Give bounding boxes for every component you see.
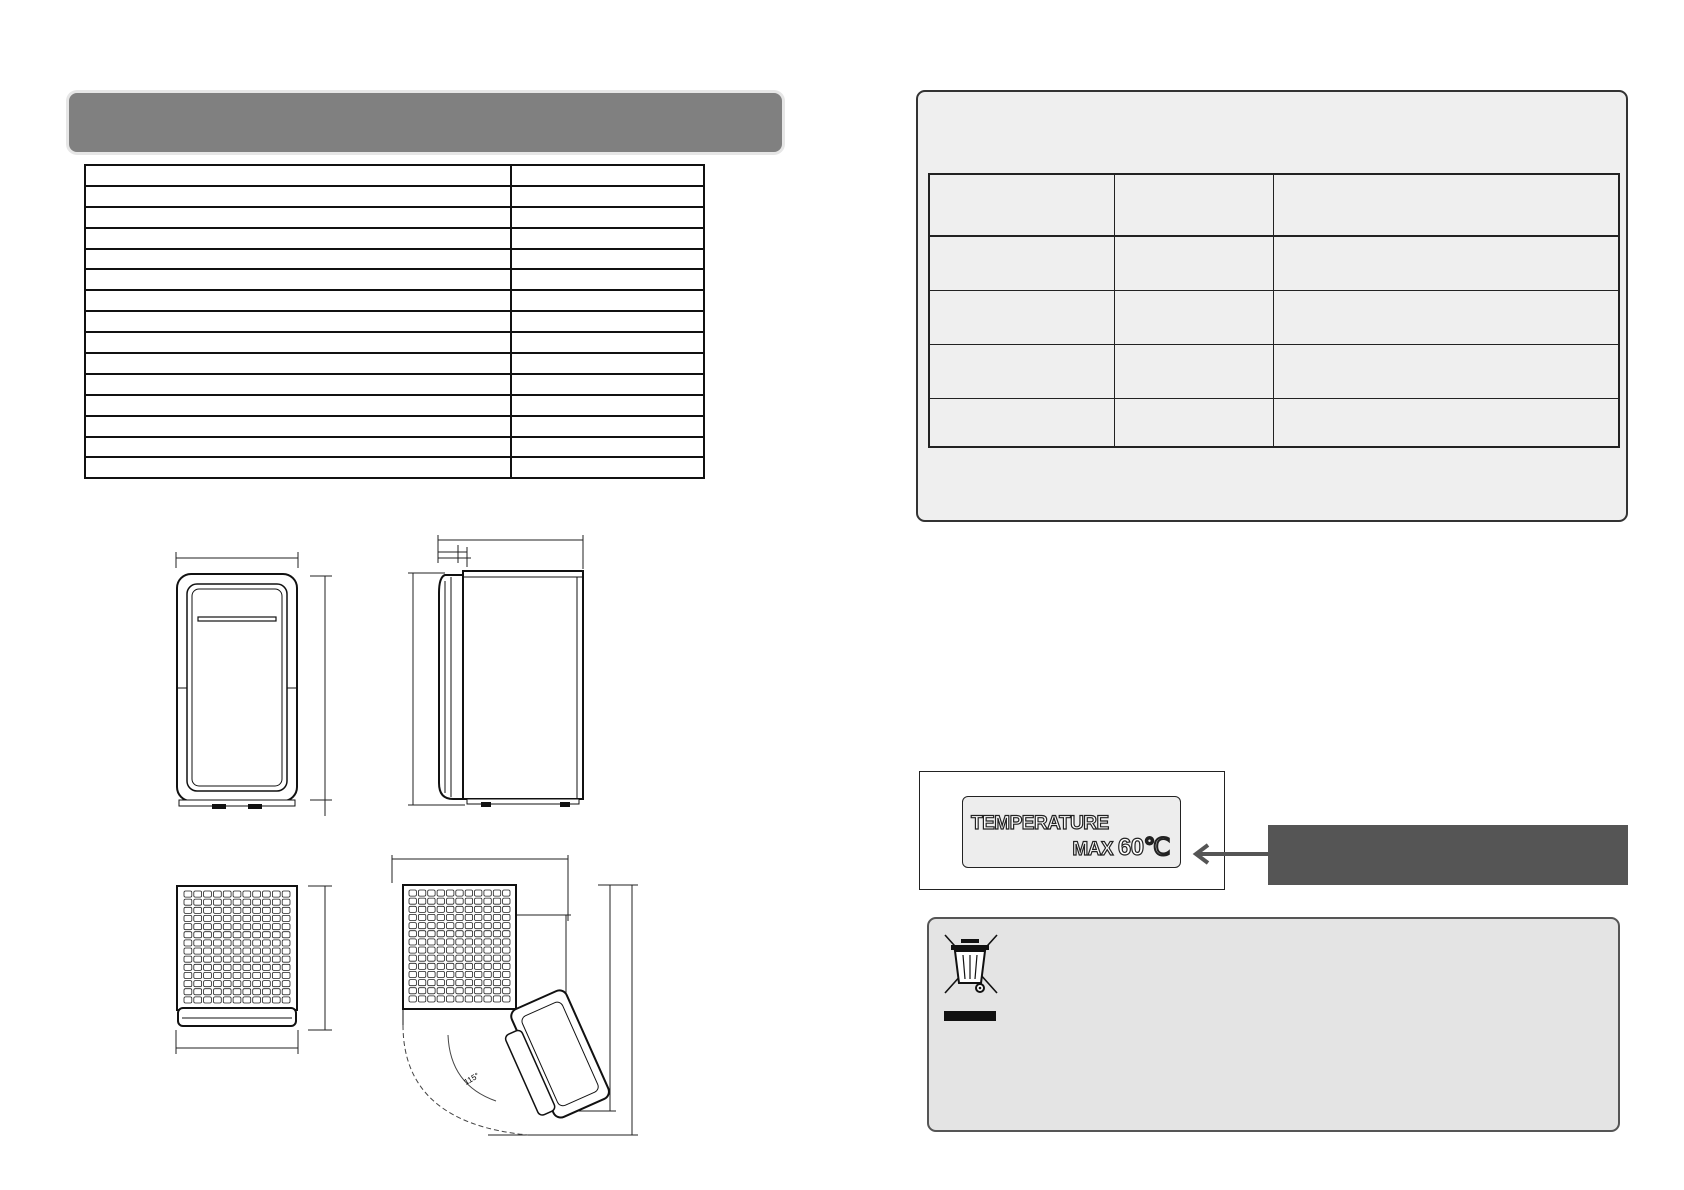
climate-class-box (916, 90, 1628, 522)
spec-label-cell (84, 372, 512, 396)
top-view-icon (170, 880, 335, 1058)
spec-table-row (84, 310, 705, 334)
climate-table-cell (1272, 397, 1620, 448)
temperature-label-box: TEMPERATURE MAX 60℃ (919, 771, 1225, 890)
climate-table-cell (1113, 173, 1274, 237)
spec-label-cell (84, 393, 512, 417)
spec-table-row (84, 226, 705, 250)
spec-label-cell (84, 268, 512, 292)
spec-table-row (84, 164, 705, 187)
spec-table-row (84, 247, 705, 271)
spec-value-cell (510, 289, 705, 313)
climate-table-cell (1113, 397, 1274, 448)
side-view-icon (405, 533, 595, 811)
climate-table-cell (1113, 343, 1274, 399)
spec-table-row (84, 414, 705, 438)
spec-value-cell (510, 331, 705, 355)
spec-table-row (84, 289, 705, 313)
spec-value-cell (510, 205, 705, 229)
climate-table-row (928, 235, 1620, 291)
spec-table-row (84, 456, 705, 480)
spec-table-row (84, 393, 705, 417)
spec-table-row (84, 205, 705, 229)
spec-label-cell (84, 184, 512, 208)
spec-value-cell (510, 393, 705, 417)
spec-label-cell (84, 456, 512, 480)
spec-label-cell (84, 205, 512, 229)
climate-table-cell (928, 173, 1115, 237)
temperature-label-line1: TEMPERATURE (970, 812, 1109, 834)
climate-table-cell (1272, 235, 1620, 291)
front-view-icon (170, 548, 335, 820)
spec-value-cell (510, 226, 705, 250)
climate-table-cell (1272, 173, 1620, 237)
spec-table-row (84, 435, 705, 459)
spec-value-cell (510, 310, 705, 334)
climate-table-cell (928, 397, 1115, 448)
temperature-label-line2: MAX 60℃ (1072, 833, 1171, 862)
weee-disposal-box (927, 917, 1620, 1132)
spec-label-cell (84, 435, 512, 459)
spec-label-cell (84, 331, 512, 355)
spec-value-cell (510, 164, 705, 187)
climate-table-cell (1272, 343, 1620, 399)
section-title-bar (69, 93, 782, 152)
spec-table-row (84, 331, 705, 355)
climate-table-cell (1113, 289, 1274, 345)
climate-table-row (928, 397, 1620, 448)
door-open-top-view-icon: 115° (388, 853, 648, 1143)
climate-table-cell (928, 343, 1115, 399)
climate-table-cell (1113, 235, 1274, 291)
spec-label-cell (84, 310, 512, 334)
spec-label-cell (84, 352, 512, 375)
climate-table-cell (1272, 289, 1620, 345)
spec-table-row (84, 372, 705, 396)
spec-value-cell (510, 372, 705, 396)
spec-table-row (84, 184, 705, 208)
arrow-left-icon (1190, 842, 1270, 871)
spec-value-cell (510, 268, 705, 292)
spec-label-cell (84, 289, 512, 313)
spec-label-cell (84, 247, 512, 271)
specification-table (84, 164, 705, 480)
temperature-sticker: TEMPERATURE MAX 60℃ (962, 796, 1181, 868)
spec-label-cell (84, 414, 512, 438)
spec-value-cell (510, 247, 705, 271)
spec-value-cell (510, 184, 705, 208)
climate-table-row (928, 289, 1620, 345)
spec-label-cell (84, 226, 512, 250)
climate-table-cell (928, 235, 1115, 291)
climate-table-cell (928, 289, 1115, 345)
spec-value-cell (510, 435, 705, 459)
climate-table-row (928, 173, 1620, 237)
crossed-out-wheelie-bin-icon (941, 931, 1001, 1028)
temperature-max-value: 60℃ (1117, 833, 1171, 861)
spec-label-cell (84, 164, 512, 187)
door-angle-label: 115° (463, 1071, 481, 1087)
temperature-max-text: MAX (1072, 838, 1114, 860)
spec-value-cell (510, 352, 705, 375)
climate-class-table (928, 173, 1620, 448)
climate-table-row (928, 343, 1620, 399)
spec-table-row (84, 352, 705, 375)
temperature-note-bar (1268, 825, 1628, 885)
spec-value-cell (510, 456, 705, 480)
spec-table-row (84, 268, 705, 292)
spec-value-cell (510, 414, 705, 438)
